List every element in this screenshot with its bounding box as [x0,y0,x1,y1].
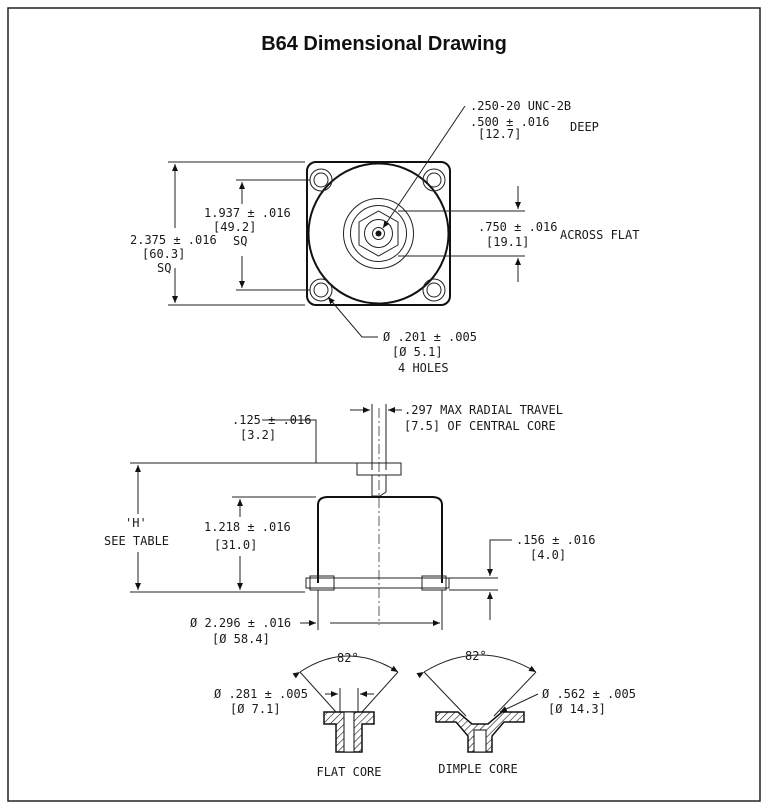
dimple-angle: 82° [465,649,487,663]
base-square-dim: 2.375 ± .016 [130,233,217,247]
hole-dia-mm: [Ø 5.1] [392,345,443,359]
dimple-dia-mm: [Ø 14.3] [548,702,606,716]
thread-spec: .250-20 UNC-2B [470,99,571,113]
body-height-dim: 1.218 ± .016 [204,520,291,534]
page-title: B64 Dimensional Drawing [261,33,507,55]
base-square-outline [306,161,451,306]
base-bolt-right [421,575,447,591]
core-circle-mid [350,205,407,262]
h-note: SEE TABLE [104,534,169,548]
body-outline [317,496,443,583]
hole-outer [422,168,446,192]
dimple-core-label: DIMPLE CORE [438,762,517,776]
hole-leader [327,296,378,338]
across-flat-dim: .750 ± .016 [478,220,557,234]
top-view: .250-20 UNC-2B .500 ± .016 [12.7] DEEP 2… [130,99,639,375]
base-bolt-left [309,575,335,591]
hole-outer [309,168,333,192]
thread-circle [364,219,393,248]
dimple-dia: Ø .562 ± .005 [542,687,636,701]
across-flat-mm: [19.1] [486,235,529,249]
thread-depth-mm: [12.7] [478,127,521,141]
hole-inner [313,282,329,298]
hole-count: 4 HOLES [398,361,449,375]
dimple-cone-right [493,671,537,717]
hole-outer [422,278,446,302]
core-thk-leader [262,419,317,463]
hole-dia: Ø .201 ± .005 [383,330,477,344]
flat-angle-arc [292,655,399,679]
flat-cone-right [361,671,399,713]
flange-dim-down [487,539,512,576]
base-dia-dim: Ø 2.296 ± .016 [190,616,291,630]
radial-travel: .297 MAX RADIAL TRAVEL [404,403,563,417]
thread-depth: .500 ± .016 [470,115,549,129]
thread-center [375,230,382,237]
bolt-square-mm: [49.2] [213,220,256,234]
core-thk-mm: [3.2] [240,428,276,442]
base-square-mm: [60.3] [142,247,185,261]
bolt-square-dim: 1.937 ± .016 [204,206,291,220]
thread-hole [372,227,385,240]
radial-travel-mm: [7.5] OF CENTRAL CORE [404,419,556,433]
flange-thk-dim: .156 ± .016 [516,533,595,547]
core-thk-dim: .125 ± .016 [232,413,311,427]
dimple-cone-left [423,671,467,717]
thread-leader [382,105,466,229]
hole-inner [313,172,329,188]
hole-inner [426,282,442,298]
flange-thk-mm: [4.0] [530,548,566,562]
flat-core-detail: 82° Ø .281 ± .005 [Ø 7.1] FLAT CORE [214,651,399,779]
flat-cone-left [299,671,337,713]
bolt-square-sq: SQ [233,234,247,248]
dimple-angle-arc [416,654,537,679]
dimple-core-detail: 82° Ø .562 ± .005 [Ø 14.3] DIMPLE CORE [416,649,636,776]
base-dia-mm: [Ø 58.4] [212,632,270,646]
body-circle [307,162,450,305]
across-flat-word: ACROSS FLAT [560,228,639,242]
flat-angle: 82° [337,651,359,665]
flat-core-bore [343,711,355,753]
core-neck [371,474,387,497]
core-circle-outer [343,198,414,269]
dimple-core-bore [473,729,487,753]
hex-nut-outline [358,210,399,257]
dimple-dia-leader [499,693,539,713]
mounting-holes [309,168,446,302]
hole-inner [426,172,442,188]
flat-core-label: FLAT CORE [316,765,381,779]
thread-depth-word: DEEP [570,120,599,134]
h-label: 'H' [125,516,147,530]
base-plate [305,577,450,589]
flat-dia-mm: [Ø 7.1] [230,702,281,716]
base-square-sq: SQ [157,261,171,275]
side-view: .125 ± .016 [3.2] .297 MAX RADIAL TRAVEL… [104,403,595,646]
body-height-mm: [31.0] [214,538,257,552]
flat-dia: Ø .281 ± .005 [214,687,308,701]
page-border [7,7,761,802]
